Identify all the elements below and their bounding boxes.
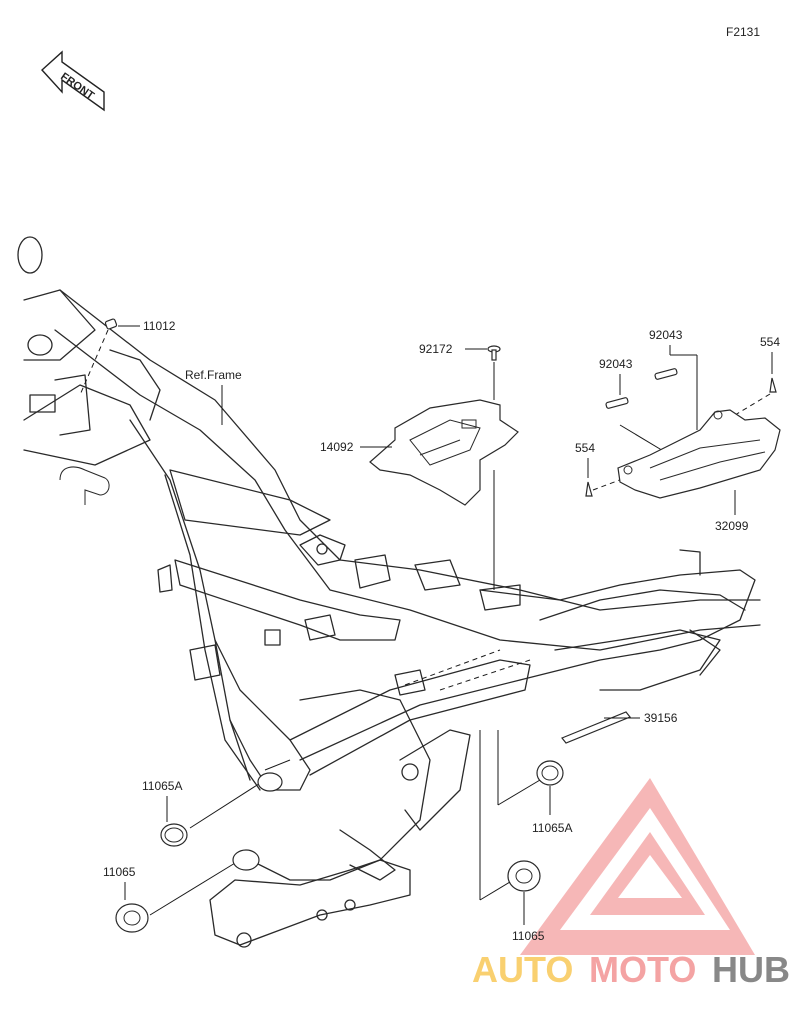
frame-hole	[257, 772, 283, 792]
svg-text:554: 554	[575, 441, 595, 455]
svg-text:32099: 32099	[715, 519, 749, 533]
watermark-logo	[520, 778, 755, 955]
assembly-line	[404, 649, 501, 686]
front-arrow-icon: FRONT	[41, 50, 105, 112]
svg-text:Ref.Frame: Ref.Frame	[185, 368, 242, 382]
svg-text:11065: 11065	[103, 865, 136, 879]
svg-text:11012: 11012	[143, 319, 176, 333]
part-554-a[interactable]: 554	[734, 335, 780, 416]
frame-hole	[232, 849, 260, 871]
svg-text:AUTO: AUTO	[472, 949, 573, 990]
part-11065-left[interactable]: 11065	[103, 859, 241, 933]
part-11065A-right[interactable]: 11065A	[497, 730, 572, 835]
part-32099[interactable]: 32099	[617, 409, 781, 533]
part-11065A-left[interactable]: 11065A	[142, 779, 266, 847]
svg-text:11065A: 11065A	[532, 821, 572, 835]
svg-text:11065A: 11065A	[142, 779, 182, 793]
part-92043-b[interactable]: 92043	[599, 357, 666, 453]
ref-frame-label: Ref.Frame	[185, 368, 242, 425]
svg-text:14092: 14092	[320, 440, 354, 454]
part-14092[interactable]: 14092	[320, 399, 519, 506]
svg-text:11065: 11065	[512, 929, 545, 943]
svg-text:HUB: HUB	[712, 949, 790, 990]
svg-text:92043: 92043	[599, 357, 633, 371]
svg-text:MOTO: MOTO	[589, 949, 696, 990]
part-39156[interactable]: 39156	[561, 711, 678, 744]
leader-line	[264, 759, 291, 771]
part-92172[interactable]: 92172	[419, 342, 501, 590]
part-92043-a[interactable]: 92043	[649, 328, 698, 430]
svg-text:92043: 92043	[649, 328, 683, 342]
svg-text:92172: 92172	[419, 342, 453, 356]
diagram-code: F2131	[726, 25, 760, 39]
motorcycle-frame	[17, 236, 761, 948]
part-11065-right[interactable]: 11065	[479, 730, 545, 943]
svg-text:554: 554	[760, 335, 780, 349]
watermark-text: AUTO MOTO HUB	[472, 949, 790, 990]
part-11012[interactable]: 11012	[79, 318, 176, 396]
assembly-line	[439, 659, 531, 691]
svg-text:39156: 39156	[644, 711, 678, 725]
